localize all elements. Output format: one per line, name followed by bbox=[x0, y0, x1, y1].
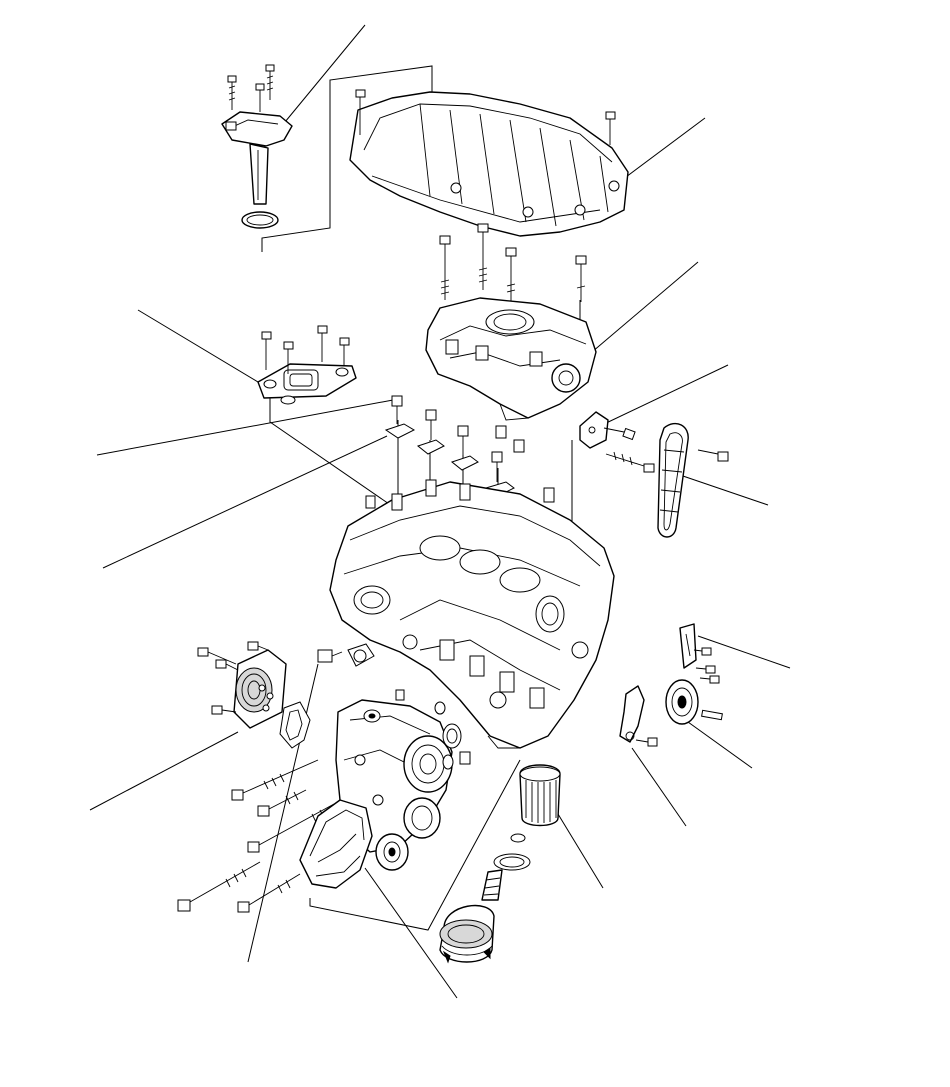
bore-4 bbox=[499, 567, 541, 593]
bracket-bolt bbox=[603, 427, 636, 441]
idler-pulley bbox=[403, 797, 441, 839]
long-bolt bbox=[575, 255, 587, 302]
coil-bolt bbox=[255, 83, 265, 112]
coil-body bbox=[221, 111, 293, 147]
bracket-clip bbox=[450, 425, 479, 471]
chain-tensioner bbox=[619, 685, 658, 747]
leader-cam-bracket bbox=[601, 364, 729, 426]
guide-bolt bbox=[699, 675, 720, 684]
coil-stem bbox=[249, 143, 269, 205]
plate-bolt bbox=[283, 341, 294, 374]
upper-intake-manifold bbox=[349, 89, 629, 237]
oil-pan bbox=[299, 799, 373, 889]
bore-1 bbox=[353, 585, 391, 615]
manifold-body bbox=[349, 91, 629, 237]
long-bolt bbox=[477, 223, 489, 290]
long-bolt bbox=[439, 235, 451, 300]
leader-ignition-coil bbox=[284, 24, 366, 123]
stud-bolt bbox=[237, 873, 301, 913]
cover-bolt bbox=[211, 705, 237, 715]
sensor-connector bbox=[317, 643, 375, 667]
head-cover-plate bbox=[257, 325, 357, 405]
chain-guide bbox=[679, 623, 720, 684]
water-pump-pulley bbox=[375, 735, 453, 871]
ignition-coil-assembly bbox=[221, 64, 293, 229]
tensioner-bolt bbox=[635, 737, 658, 747]
stud-bolt bbox=[177, 861, 261, 912]
plate-bolt bbox=[261, 331, 272, 370]
manifold-bolt bbox=[605, 111, 616, 145]
bracket-clip bbox=[384, 395, 416, 439]
oil-filter-cap bbox=[439, 869, 503, 964]
coil-bolt bbox=[265, 64, 275, 100]
long-bolt bbox=[505, 247, 517, 304]
bracket-bolt bbox=[697, 449, 729, 462]
leader-cover-left bbox=[89, 731, 239, 811]
leader-cylinder-head bbox=[591, 261, 699, 353]
leader-chain-guide bbox=[697, 635, 791, 669]
oil-filter-element bbox=[493, 764, 561, 871]
leader-tensioner bbox=[631, 747, 687, 827]
pump-seals bbox=[395, 689, 471, 770]
guide-bolt bbox=[695, 665, 716, 674]
engine-block bbox=[329, 479, 615, 749]
bore-2 bbox=[419, 535, 461, 561]
oil-pan-body bbox=[299, 799, 373, 889]
bracket-bolt bbox=[605, 451, 655, 473]
leader-oil-pan bbox=[364, 867, 458, 999]
cover-bolt bbox=[215, 659, 239, 671]
water-pump-gasket bbox=[279, 701, 311, 749]
cover-bolt bbox=[197, 647, 237, 665]
small-brackets bbox=[384, 395, 515, 497]
leader-intake-manifold bbox=[621, 117, 706, 181]
leader-bolt-left bbox=[96, 399, 394, 456]
cam-bracket bbox=[579, 411, 729, 473]
cam-sprocket bbox=[665, 679, 723, 725]
cam-journal bbox=[535, 595, 565, 633]
bore-3 bbox=[459, 549, 501, 575]
guide-bolt bbox=[693, 647, 712, 656]
group-bracket-plate bbox=[269, 392, 393, 507]
coil-bolt bbox=[227, 75, 237, 110]
plate-bolt bbox=[317, 325, 328, 362]
plate-bolt bbox=[339, 337, 350, 366]
cam-sprocket-upper bbox=[551, 363, 581, 393]
stud-bolt bbox=[231, 759, 319, 801]
leader-cover-plate bbox=[137, 309, 269, 389]
timing-chain bbox=[657, 422, 689, 538]
leader-oil-filter bbox=[557, 813, 604, 889]
bracket-clip bbox=[416, 409, 445, 455]
manifold-bolt bbox=[355, 89, 366, 135]
long-stud-bolts bbox=[177, 759, 335, 913]
cylinder-head-body bbox=[425, 297, 597, 419]
stud-bolt-set bbox=[439, 223, 587, 304]
stud-bolt bbox=[257, 789, 307, 817]
leader-timing-chain bbox=[679, 474, 769, 506]
cylinder-head bbox=[425, 297, 597, 453]
front-cover bbox=[197, 641, 287, 729]
leader-sprocket bbox=[687, 721, 753, 769]
group-bracket-coil bbox=[261, 65, 433, 252]
group-bracket-pan bbox=[309, 759, 521, 931]
leader-bracket-left bbox=[102, 435, 388, 569]
cover-bolt bbox=[247, 641, 269, 651]
